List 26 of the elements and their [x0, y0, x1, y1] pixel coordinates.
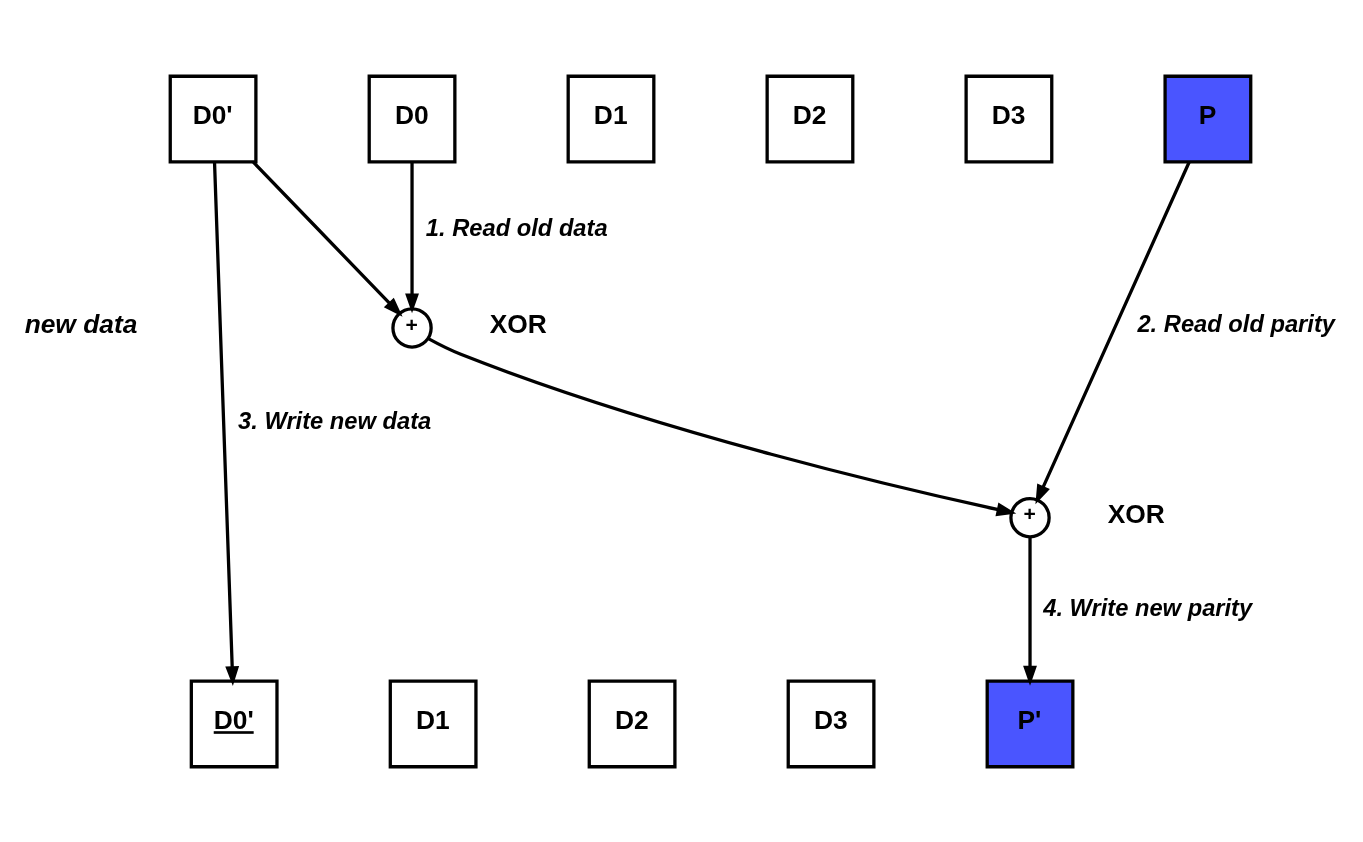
label: new data [24, 308, 138, 339]
node-box: D1 [566, 74, 656, 164]
node-box: D3 [786, 678, 876, 768]
arrow [252, 160, 403, 317]
node-box: D0' [189, 678, 279, 768]
node-label: XOR [1107, 498, 1165, 529]
node-box: D1 [388, 678, 478, 768]
edge-label: 1. Read old data [425, 214, 608, 241]
node-box: D2 [765, 74, 855, 164]
node-circle: + [1009, 496, 1051, 538]
node-circle: + [391, 306, 433, 349]
edge-label: 2. Read old parity [1137, 310, 1335, 337]
arrow [405, 161, 419, 313]
node-box: D2 [587, 678, 677, 768]
node-box: D3 [964, 74, 1054, 164]
edge-label: 3. Write new data [238, 407, 432, 434]
arrow [212, 161, 240, 686]
node-box: P' [985, 678, 1075, 768]
node-box: D0' [168, 74, 258, 164]
arrow [1035, 160, 1191, 504]
arrow [1023, 536, 1037, 686]
node-box: D0 [367, 74, 457, 164]
node-label: XOR [489, 308, 547, 339]
arrow [427, 336, 1017, 516]
node-box: P [1163, 74, 1253, 164]
edge-label: 4. Write new parity [1043, 594, 1253, 621]
